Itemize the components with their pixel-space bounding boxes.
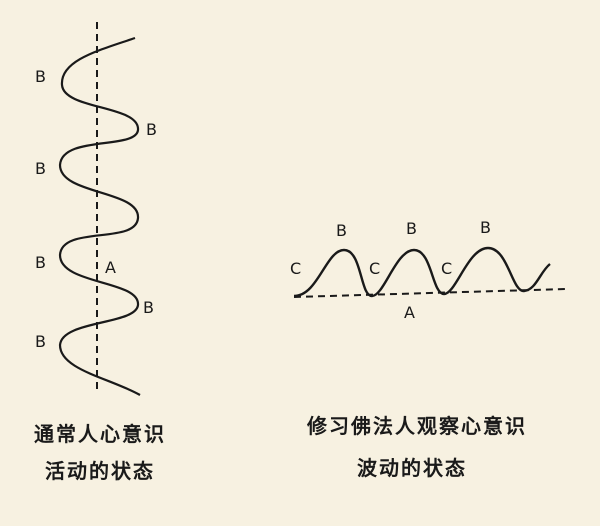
right-baseline-axis — [293, 288, 567, 298]
right-caption-line2: 波动的状态 — [357, 456, 467, 480]
left-label-b-5: B — [143, 298, 154, 317]
left-label-b-1: B — [35, 67, 46, 86]
left-label-b-2: B — [146, 120, 157, 139]
left-vertical-wave — [58, 36, 141, 396]
right-label-b-3: B — [480, 218, 491, 237]
left-label-b-6: B — [35, 332, 46, 351]
right-label-b-1: B — [336, 221, 347, 240]
right-caption-line1: 修习佛法人观察心意识 — [307, 414, 527, 438]
right-label-b-2: B — [406, 219, 417, 238]
right-label-c-1: C — [290, 259, 301, 278]
right-label-c-2: C — [369, 259, 380, 278]
right-label-a: A — [404, 303, 415, 322]
left-caption-line2: 活动的状态 — [45, 459, 155, 483]
left-wave-diagram: B B B B A B B — [35, 22, 157, 396]
left-label-b-4: B — [35, 253, 46, 272]
left-label-a: A — [105, 258, 116, 277]
left-label-b-3: B — [35, 159, 46, 178]
right-wave-diagram: B B B C C C A — [290, 218, 567, 322]
left-caption-line1: 通常人心意识 — [34, 422, 166, 446]
right-label-c-3: C — [441, 259, 452, 278]
right-horizontal-wave — [293, 246, 551, 298]
